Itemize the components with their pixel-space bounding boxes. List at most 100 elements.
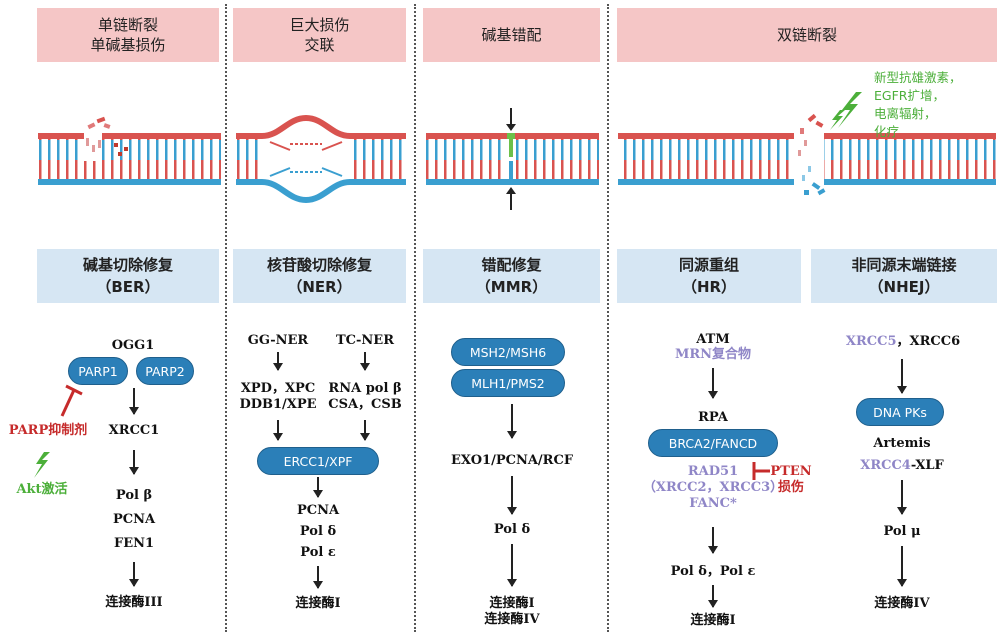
repair-abbr: （BER） — [96, 278, 160, 296]
mmr-exo1: EXO1/PCNA/RCF — [450, 453, 574, 468]
ner-pold: Pol δ — [299, 524, 337, 539]
nhej-artemis: Artemis — [873, 436, 931, 451]
header-bulky-lesion: 巨大损伤 交联 — [233, 8, 406, 62]
header-line: 交联 — [304, 36, 335, 54]
dna-mmr — [426, 108, 599, 210]
repair-ner: 核苷酸切除修复 （NER） — [233, 249, 406, 303]
hr-polymerases: Pol δ，Pol ε — [670, 564, 756, 579]
flow-arrow — [129, 388, 139, 415]
flow-arrow — [897, 359, 907, 394]
ber-fen1: FEN1 — [113, 536, 155, 551]
pten-line: PTEN — [770, 464, 812, 479]
rad51-line: RAD51 — [687, 464, 739, 479]
parp2-pill: PARP2 — [136, 357, 194, 385]
flow-arrow — [273, 352, 283, 371]
hr-atm: ATM — [696, 332, 730, 347]
ercc1-xpf-pill: ERCC1/XPF — [257, 447, 379, 475]
dsb-causes: 新型抗雄激素， EGFR扩增， 电离辐射， 化疗 — [874, 69, 962, 141]
header-double-strand-break: 双链断裂 — [617, 8, 997, 62]
akt-activation-label: Akt激活 — [16, 482, 68, 497]
cause-line: 电离辐射， — [874, 106, 937, 121]
flow-arrow — [708, 368, 718, 399]
xrcc5-label: XRCC5 — [845, 334, 897, 349]
tc-ner-label: TC-NER — [335, 333, 395, 348]
parp1-pill: PARP1 — [68, 357, 128, 385]
repair-title: 错配修复 — [481, 256, 542, 274]
dna-dsb — [618, 113, 996, 196]
header-line: 单碱基损伤 — [90, 36, 166, 54]
pten-line: 损伤 — [777, 480, 804, 495]
factor-line: RNA pol β — [328, 381, 402, 396]
ner-pcna: PCNA — [296, 503, 340, 518]
repair-abbr: （NHEJ） — [868, 278, 940, 296]
hr-mrn-complex: MRN复合物 — [674, 347, 752, 362]
pten-inhibitor-symbol — [752, 462, 770, 480]
flow-arrow — [897, 546, 907, 587]
flow-arrow — [507, 476, 517, 515]
flow-arrow — [360, 420, 370, 441]
hr-rpa: RPA — [698, 410, 728, 425]
rad51-line: FANC* — [689, 496, 737, 511]
cause-line: 化疗 — [874, 124, 900, 139]
nhej-ligase: 连接酶IV — [874, 596, 930, 611]
header-mismatch: 碱基错配 — [423, 8, 600, 62]
activation-bolt-icon — [34, 452, 50, 478]
header-line: 碱基错配 — [481, 26, 542, 44]
pten-loss-label: PTEN 损伤 — [770, 464, 811, 496]
repair-hr: 同源重组 （HR） — [617, 249, 801, 303]
column-divider — [607, 4, 609, 632]
flow-arrow — [507, 404, 517, 439]
tc-factors: RNA pol β CSA，CSB — [328, 381, 402, 413]
flow-arrow — [708, 527, 718, 554]
hr-ligase: 连接酶I — [690, 613, 736, 628]
ner-pole: Pol ε — [300, 545, 336, 560]
ber-polb: Pol β — [115, 488, 153, 503]
mmr-pold: Pol δ — [493, 522, 531, 537]
nhej-xrcc4-xlf: XRCC4-XLF — [860, 458, 944, 474]
repair-title: 核苷酸切除修复 — [266, 256, 372, 274]
repair-ber: 碱基切除修复 （BER） — [37, 249, 219, 303]
dna-ner — [236, 114, 406, 204]
repair-abbr: （NER） — [287, 278, 352, 296]
xrcc6-label: ，XRCC6 — [896, 334, 961, 349]
flow-arrow — [129, 562, 139, 587]
repair-nhej: 非同源末端链接 （NHEJ） — [811, 249, 997, 303]
flow-arrow — [313, 566, 323, 589]
hr-rad51-group: RAD51 （XRCC2，XRCC3） FANC* — [643, 464, 783, 512]
xrcc4-label: XRCC4 — [860, 458, 911, 473]
mlh1-pms2-pill: MLH1/PMS2 — [451, 369, 565, 397]
parp-inhibitor-symbol — [60, 384, 83, 417]
ber-ogg1: OGG1 — [111, 338, 155, 353]
repair-title: 非同源末端链接 — [851, 256, 957, 274]
flow-arrow — [273, 420, 283, 441]
column-divider — [414, 4, 416, 632]
lightning-icon — [830, 92, 862, 130]
parp-inhibitor-label: PARP抑制剂 — [8, 423, 88, 438]
mmr-ligases: 连接酶I 连接酶IV — [484, 596, 539, 628]
header-line: 双链断裂 — [776, 26, 837, 44]
factor-line: XPD，XPC — [240, 381, 316, 396]
factor-line: DDB1/XPE — [239, 397, 317, 412]
gg-factors: XPD，XPC DDB1/XPE — [239, 381, 316, 413]
repair-abbr: （HR） — [681, 278, 737, 296]
cause-line: 新型抗雄激素， — [874, 70, 962, 85]
header-line: 单链断裂 — [97, 16, 158, 34]
flow-arrow — [708, 585, 718, 608]
dna-ber — [38, 116, 221, 185]
header-single-strand-break: 单链断裂 单碱基损伤 — [37, 8, 219, 62]
repair-title: 同源重组 — [678, 256, 739, 274]
repair-mmr: 错配修复 （MMR） — [423, 249, 600, 303]
ligase-line: 连接酶IV — [484, 612, 540, 627]
factor-line: CSA，CSB — [328, 397, 402, 412]
nhej-xrcc5-6: XRCC5，XRCC6 — [846, 334, 960, 350]
flow-arrow — [507, 544, 517, 587]
dna-pks-pill: DNA PKs — [856, 398, 944, 426]
flow-arrow — [313, 477, 323, 498]
ber-pcna: PCNA — [112, 512, 156, 527]
header-line: 巨大损伤 — [289, 16, 350, 34]
rad51-line: （XRCC2，XRCC3） — [642, 480, 784, 495]
brca2-fancd-pill: BRCA2/FANCD — [648, 429, 778, 457]
repair-abbr: （MMR） — [475, 278, 548, 296]
column-divider — [225, 4, 227, 632]
